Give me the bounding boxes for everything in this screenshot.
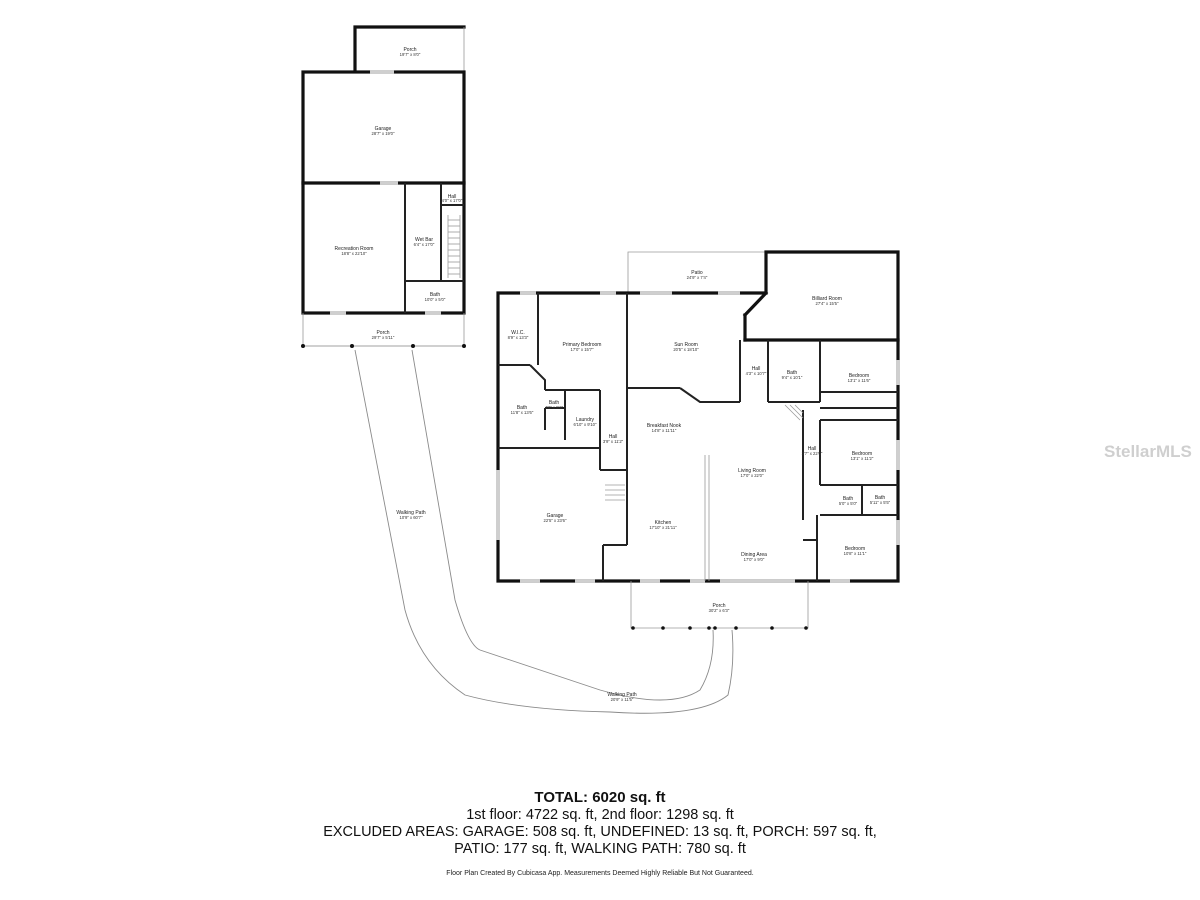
porch-post [770,626,774,630]
room-name: Patio [691,270,703,276]
room-dims: 17'0" x 22'0" [741,473,764,478]
room-dims: 13'1" x 11'6" [848,378,871,383]
room-dims: 18'8" x 22'10" [341,251,367,256]
room-dims: 6'4" x 17'0" [414,242,435,247]
room-name: Walking Path [607,692,636,698]
room-name: Bath [875,495,886,501]
room-name: Porch [403,47,416,53]
porch-post [631,626,635,630]
room-dims: 5'11" x 5'5" [870,500,891,505]
room-name: Sun Room [674,342,698,348]
upper-outer-wall [301,70,466,315]
room-dims: 27'4" x 15'5" [816,301,839,306]
stairs-hall [784,404,804,421]
porch-post [713,626,717,630]
room-labels: Porch 19'7" x 8'0" Garage 28'7" x 19'0" … [335,47,891,702]
room-name: Bedroom [852,451,872,457]
porch-post [734,626,738,630]
room-dims: 5'0" x 5'0" [839,501,858,506]
room-dims: 19'7" x 8'0" [400,52,421,57]
room-dims: 20'5" x 18'10" [673,347,699,352]
room-dims: 28'7" x 19'0" [372,131,395,136]
room-name: Hall [448,194,457,200]
stairs-main [605,484,625,501]
room-name: Bath [787,370,798,376]
room-name: W.I.C. [511,330,525,336]
porch-post [411,344,415,348]
room-name: Bath [843,496,854,502]
room-name: Porch [376,330,389,336]
room-dims: 13'1" x 11'2" [851,456,874,461]
room-name: Primary Bedroom [563,342,602,348]
porch-post [804,626,808,630]
room-dims: 29'7" x 5'11" [372,335,395,340]
watermark-text: StellarMLS [1104,442,1192,461]
room-dims: 10'9" x 60'7" [400,515,423,520]
room-name: Bath [430,292,441,298]
room-dims: 17'0" x 15'7" [571,347,594,352]
room-name: Recreation Room [335,246,374,252]
room-dims: 3'7" x 22'0" [802,451,823,456]
porch-post [688,626,692,630]
room-name: Wet Bar [415,237,433,243]
room-name: Bedroom [845,546,865,552]
walking-path-outline [354,349,734,714]
excluded-areas-line-2: PATIO: 177 sq. ft, WALKING PATH: 780 sq.… [454,841,746,857]
room-dims: 9'4" x 10'1" [782,375,803,380]
room-name: Living Room [738,468,766,474]
room-dims: 24'9" x 7'4" [687,275,708,280]
room-dims: 14'8" x 11'11" [652,428,677,433]
room-dims: 4'0" x 17'0" [442,198,463,203]
room-name: Dining Area [741,552,767,558]
room-name: Bedroom [849,373,869,379]
room-name: Laundry [576,417,595,423]
porch-post [350,344,354,348]
room-dims: 10'0" x 5'0" [425,297,446,302]
stairs-upper [447,215,461,278]
porch-top-wall [353,25,466,73]
room-dims: 11'8" x 13'6" [511,410,534,415]
room-dims: 22'5" x 23'6" [544,518,567,523]
room-name: Garage [375,126,392,132]
room-dims: 6'10" x 9'10" [574,422,597,427]
room-name: Hall [609,434,618,440]
room-dims: 17'10" x 21'11" [649,525,677,530]
room-dims: 4'0" x 5'6" [545,405,564,410]
total-area: TOTAL: 6020 sq. ft [534,789,666,806]
room-dims: 30'2" x 6'3" [709,608,730,613]
room-name: Porch [712,603,725,609]
room-name: Bath [517,405,528,411]
porch-post [462,344,466,348]
room-name: Hall [752,366,761,372]
room-dims: 4'3" x 10'7" [746,371,767,376]
upper-structure [301,25,466,348]
room-dims: 8'9" x 13'3" [508,335,529,340]
room-dims: 3'9" x 11'2" [603,439,624,444]
room-dims: 20'9" x 11'5" [611,697,634,702]
porch-post [707,626,711,630]
room-name: Kitchen [655,520,672,526]
excluded-areas-line-1: EXCLUDED AREAS: GARAGE: 508 sq. ft, UNDE… [323,824,877,840]
floor-areas: 1st floor: 4722 sq. ft, 2nd floor: 1298 … [466,807,734,823]
room-name: Walking Path [396,510,425,516]
room-name: Billiard Room [812,296,842,302]
room-dims: 10'8" x 11'1" [844,551,867,556]
room-name: Bath [549,400,560,406]
room-dims: 17'0" x 9'0" [744,557,765,562]
room-name: Garage [547,513,564,519]
room-name: Hall [808,446,817,452]
room-name: Breakfast Nook [647,423,682,429]
main-house [496,250,900,630]
porch-post [301,344,305,348]
credit-note: Floor Plan Created By Cubicasa App. Meas… [446,870,754,877]
porch-post [661,626,665,630]
